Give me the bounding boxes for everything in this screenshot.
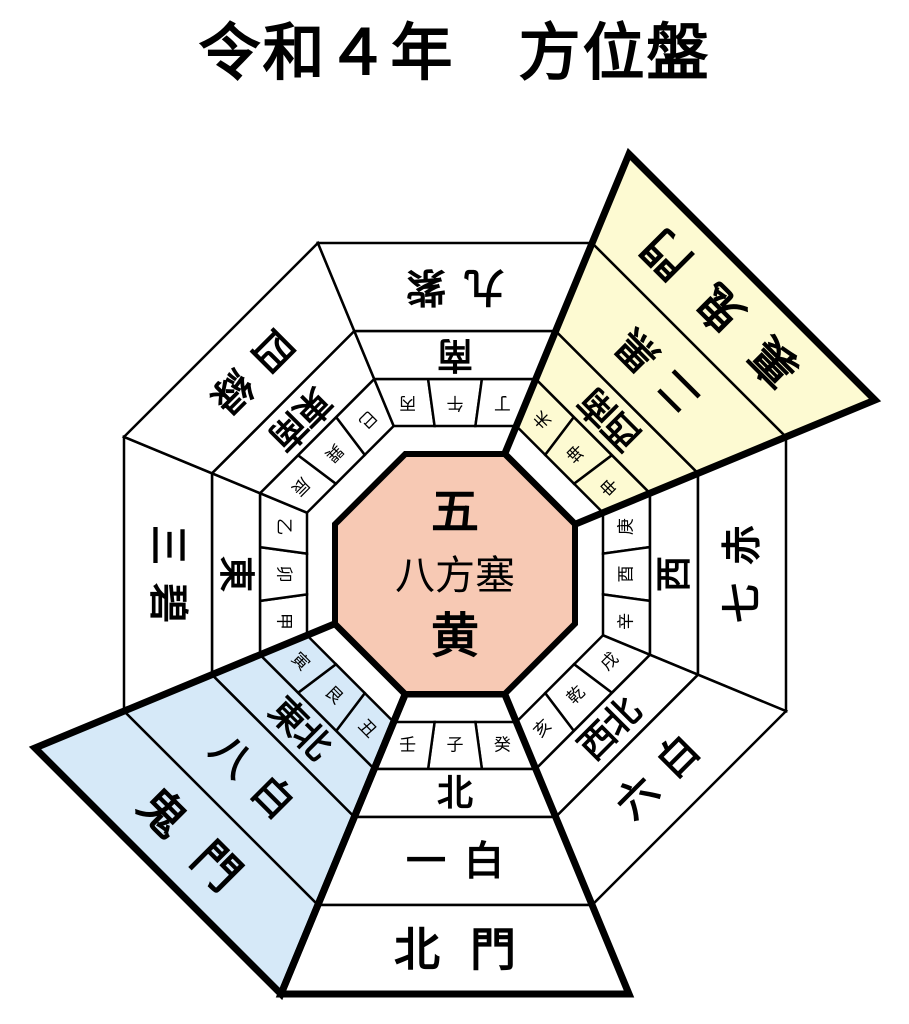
center-octagon: 五 八方塞 黄 xyxy=(332,451,578,697)
sector-n-outer-cell xyxy=(279,903,631,996)
sector-n-zodiac-2: 子 xyxy=(447,736,464,756)
sector-w-zodiac-3: 辛 xyxy=(617,613,637,630)
sector-s-star-char-2: 紫 xyxy=(406,264,446,311)
sector-w-star-char-2: 赤 xyxy=(719,525,766,565)
sector-s-zodiac-3: 丁 xyxy=(494,393,511,413)
center-top-label: 五 xyxy=(431,484,479,540)
sector-n-star-cell xyxy=(316,815,594,907)
sector-w-direction-char-1: 西 xyxy=(653,556,695,592)
sector-n-outer-char-2: 門 xyxy=(470,923,516,977)
page-title: 令和４年 方位盤 xyxy=(198,16,711,89)
sector-s-zodiac-2: 午 xyxy=(447,393,464,413)
sector-w-star-char-1: 七 xyxy=(719,583,766,623)
sector-s-star-char-1: 九 xyxy=(464,264,504,311)
sector-n-zodiac-1: 癸 xyxy=(494,736,511,756)
sector-e-zodiac-1: 甲 xyxy=(274,613,294,630)
center-bottom-label: 黄 xyxy=(431,608,479,664)
sector-e-zodiac-3: 乙 xyxy=(274,518,294,535)
sector-n-outer-char-1: 北 xyxy=(394,923,440,977)
sector-layer xyxy=(32,151,878,997)
sector-n-zodiac-3: 壬 xyxy=(399,736,416,756)
sector-e-direction-char-1: 東 xyxy=(215,556,257,592)
center-middle-label: 八方塞 xyxy=(395,553,515,599)
sector-e-zodiac-2: 卯 xyxy=(274,566,294,583)
sector-w-zodiac-1: 庚 xyxy=(617,518,637,535)
sector-e-star-char-2: 碧 xyxy=(145,583,192,623)
sector-s-zodiac-1: 丙 xyxy=(399,393,416,413)
sector-w-zodiac-2: 酉 xyxy=(617,566,637,583)
sector-n-star-char-1: 一 xyxy=(406,838,446,885)
sector-w-star-cell xyxy=(696,435,788,713)
sector-s-star-cell xyxy=(316,241,594,333)
sector-n-star-char-2: 白 xyxy=(464,838,504,885)
sector-n-direction-char-1: 北 xyxy=(437,772,473,814)
sector-e-star-cell xyxy=(122,435,214,713)
sector-s-direction-char-1: 南 xyxy=(437,334,473,376)
center-octagon-shape xyxy=(332,451,578,697)
sector-e-star-char-1: 三 xyxy=(145,525,192,565)
